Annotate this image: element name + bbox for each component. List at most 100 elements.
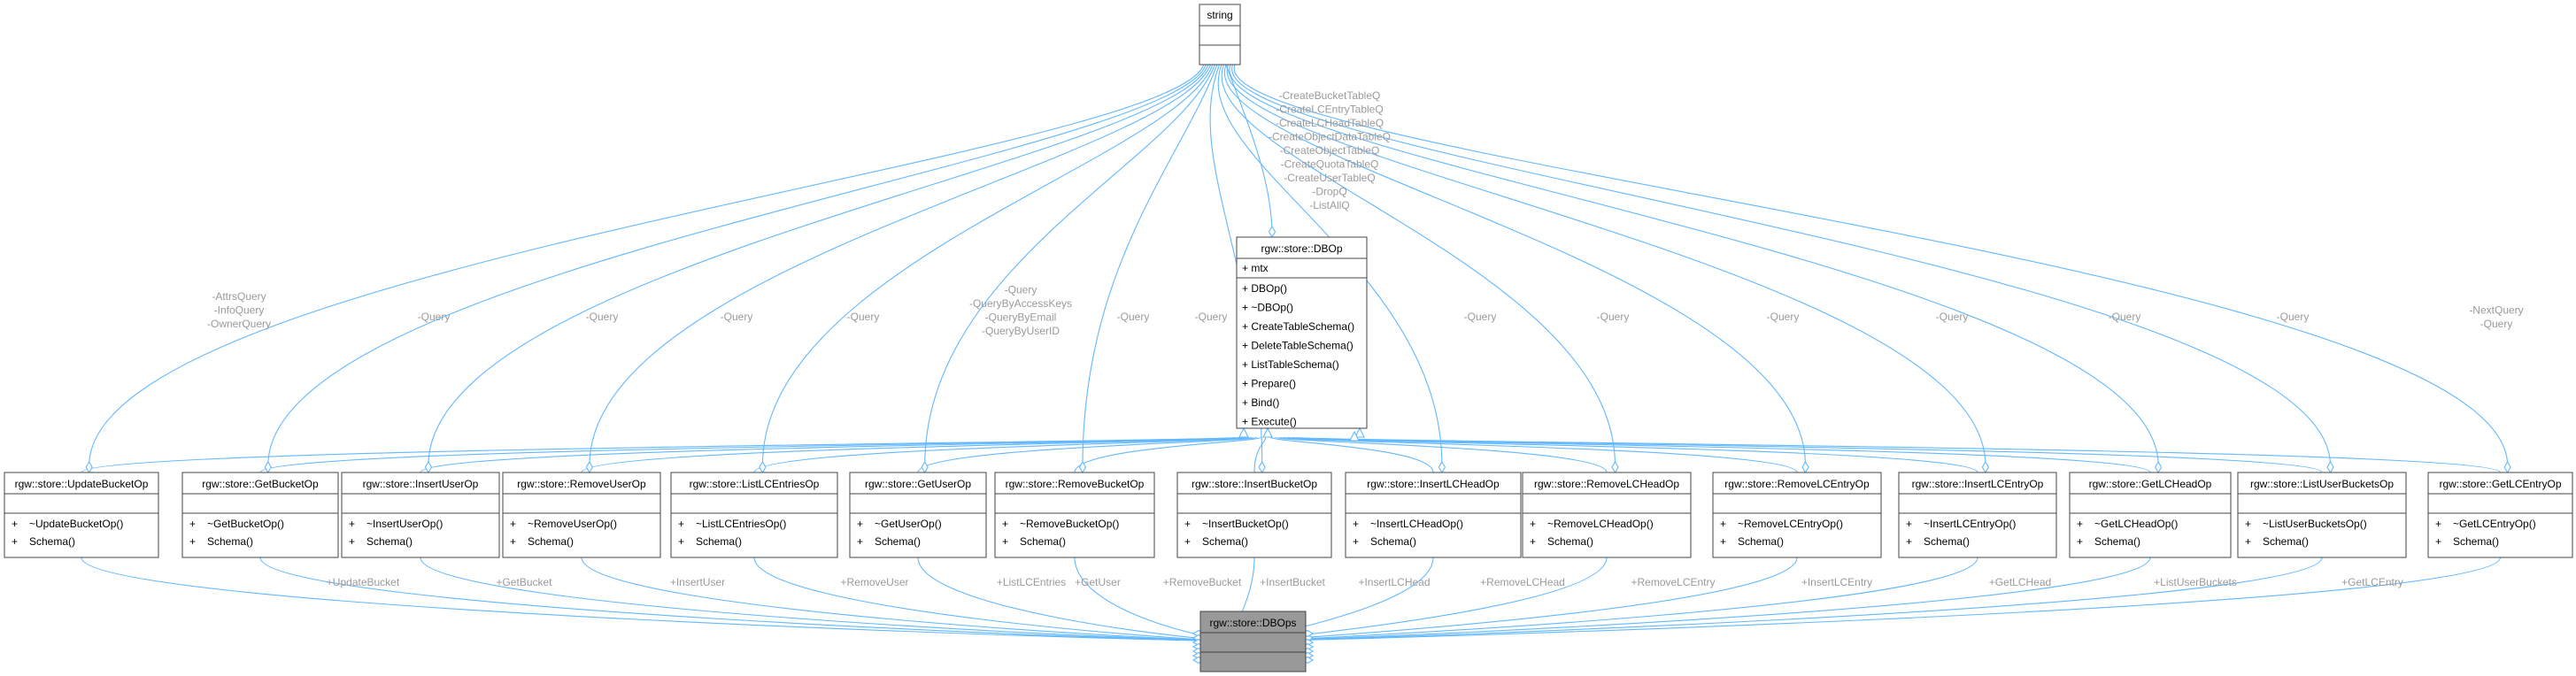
op-class-title: rgw::store::GetLCHeadOp	[2089, 478, 2212, 490]
string-class-title: string	[1207, 9, 1232, 21]
dbop-method: + DBOp()	[1242, 282, 1287, 295]
member-label: +InsertUser	[670, 576, 725, 588]
string-to-op-edge	[1223, 64, 1807, 466]
op-method-visibility: +	[349, 518, 355, 530]
inheritance-edge	[1253, 436, 1267, 473]
op-class-box[interactable]: rgw::store::RemoveUserOp+~RemoveUserOp()…	[502, 472, 661, 558]
op-query-labels: -Query	[418, 311, 451, 323]
op-query-label: -QueryByAccessKeys	[969, 297, 1072, 310]
op-class-title: rgw::store::GetBucketOp	[202, 478, 319, 490]
member-label: +RemoveBucket	[1163, 576, 1242, 588]
op-method: Schema()	[1738, 535, 1784, 548]
op-composition-diamond	[1981, 460, 1990, 474]
op-class-box[interactable]: rgw::store::InsertLCHeadOp+~InsertLCHead…	[1345, 472, 1522, 558]
op-query-label: -Query	[1767, 311, 1800, 323]
op-composition-diamond	[2154, 460, 2163, 474]
member-label-text: +RemoveLCHead	[1480, 576, 1565, 588]
member-label: +GetLCHead	[1989, 576, 2051, 588]
op-class-box[interactable]: rgw::store::InsertUserOp+~InsertUserOp()…	[341, 472, 500, 558]
member-label: +GetLCEntry	[2341, 576, 2403, 588]
string-to-op-edge	[924, 64, 1216, 466]
op-class-title: rgw::store::InsertLCHeadOp	[1367, 478, 1500, 490]
member-label-text: +InsertLCHead	[1358, 576, 1430, 588]
inheritance-edge	[917, 436, 1258, 473]
op-class-box[interactable]: rgw::store::ListLCEntriesOp+ ~ListLCEntri…	[670, 472, 838, 558]
dbop-class-title: rgw::store::DBOp	[1261, 242, 1342, 255]
op-query-labels: -Query	[1117, 311, 1150, 323]
op-class-frame	[1176, 472, 1332, 558]
op-method-visibility: +	[1906, 535, 1912, 548]
op-method-visibility: +	[678, 535, 684, 548]
op-class-frame	[341, 472, 500, 558]
op-class-title: rgw::store::RemoveUserOp	[517, 478, 646, 490]
op-class-title: rgw::store::InsertBucketOp	[1192, 478, 1317, 490]
op-class-box[interactable]: rgw::store::InsertLCEntryOp+~InsertLCEnt…	[1898, 472, 2057, 558]
string-to-dbop-edge	[1225, 64, 1273, 231]
op-class-title: rgw::store::RemoveLCEntryOp	[1724, 478, 1870, 490]
member-label-text: +ListUserBuckets	[2154, 576, 2237, 588]
op-class-box[interactable]: rgw::store::GetLCEntryOp+~GetLCEntryOp()…	[2427, 472, 2573, 558]
dbop-attribute: + mtx	[1242, 262, 1269, 274]
op-composition-diamond	[85, 460, 93, 474]
op-query-labels: -Query	[2109, 311, 2141, 323]
string-to-op-edge	[1217, 64, 1443, 466]
dbop-query-label: -ListAllQ	[1309, 199, 1349, 211]
op-class-box[interactable]: rgw::store::RemoveBucketOp+ ~RemoveBucket…	[994, 472, 1155, 558]
op-method: Schema()	[696, 535, 742, 548]
op-query-label: -Query	[2277, 311, 2310, 323]
op-class-box[interactable]: rgw::store::RemoveLCHeadOp+~RemoveLCHead…	[1522, 472, 1692, 558]
op-method-visibility: +	[2245, 535, 2251, 548]
op-method-visibility: +	[857, 535, 863, 548]
op-method: ~RemoveBucketOp()	[1020, 518, 1119, 530]
op-class-frame	[1712, 472, 1882, 558]
op-method: ~RemoveLCHeadOp()	[1547, 518, 1654, 530]
op-method: ~InsertLCHeadOp()	[1370, 518, 1463, 530]
string-to-op-edge	[1231, 64, 2332, 466]
string-class-box[interactable]: string	[1199, 4, 1241, 65]
op-query-labels: -Query	[586, 311, 619, 323]
op-query-label: -Query	[1005, 284, 1037, 296]
inheritance-edge	[581, 436, 1249, 473]
member-edge	[581, 557, 1226, 641]
dbop-method: + DeleteTableSchema()	[1242, 340, 1354, 352]
dbop-method: + Prepare()	[1242, 378, 1296, 390]
dbops-class-box[interactable]: rgw::store::DBOps	[1199, 611, 1307, 672]
op-query-labels: -Query	[1597, 311, 1630, 323]
op-method-visibility: +	[2077, 535, 2083, 548]
op-class-box[interactable]: rgw::store::GetUserOp+~GetUserOp()+Schem…	[849, 472, 987, 558]
op-method: ~ListLCEntriesOp()	[696, 518, 786, 530]
op-method: Schema()	[1370, 535, 1416, 548]
op-method: Schema()	[875, 535, 921, 548]
op-composition-diamond	[1258, 460, 1266, 474]
op-class-box[interactable]: rgw::store::GetBucketOp+~GetBucketOp()+S…	[181, 472, 339, 558]
op-class-box[interactable]: rgw::store::UpdateBucketOp+~UpdateBucket…	[4, 472, 159, 558]
op-query-label: -InfoQuery	[214, 304, 265, 317]
op-query-label: -AttrsQuery	[212, 290, 266, 303]
op-class-title: rgw::store::ListUserBucketsOp	[2250, 478, 2394, 490]
dbop-method: + Bind()	[1242, 396, 1279, 409]
op-class-box[interactable]: rgw::store::RemoveLCEntryOp+~RemoveLCEnt…	[1712, 472, 1882, 558]
op-method-visibility: +	[1720, 535, 1726, 548]
op-class-box[interactable]: rgw::store::ListUserBucketsOp+~ListUserB…	[2237, 472, 2407, 558]
string-to-op-edge	[428, 64, 1209, 466]
op-query-labels: -Query	[1195, 311, 1228, 323]
op-class-box[interactable]: rgw::store::GetLCHeadOp+~GetLCHeadOp()+S…	[2069, 472, 2232, 558]
member-label: +ListUserBuckets	[2154, 576, 2237, 588]
op-class-title: rgw::store::RemoveBucketOp	[1006, 478, 1145, 490]
op-class-box[interactable]: rgw::store::InsertBucketOp+~InsertBucket…	[1176, 472, 1332, 558]
op-method-visibility: +	[1184, 518, 1191, 530]
op-query-label: -QueryByUserID	[982, 325, 1060, 337]
op-method-visibility: +	[189, 518, 196, 530]
op-method: Schema()	[2094, 535, 2140, 548]
dbop-query-label: -CreateObjectTableQ	[1280, 144, 1380, 157]
op-method-visibility: +	[1002, 518, 1008, 530]
string-to-op-edge	[1226, 64, 1986, 466]
op-composition-diamond	[1078, 460, 1087, 474]
member-edge	[1266, 557, 1978, 641]
dbop-class-box[interactable]: rgw::store::DBOp+ mtx+ DBOp()+ ~DBOp()+ …	[1236, 236, 1368, 429]
op-class-frame	[670, 472, 838, 558]
dbop-query-label: -CreateQuotaTableQ	[1281, 158, 1379, 171]
op-class-title: rgw::store::ListLCEntriesOp	[690, 478, 820, 490]
